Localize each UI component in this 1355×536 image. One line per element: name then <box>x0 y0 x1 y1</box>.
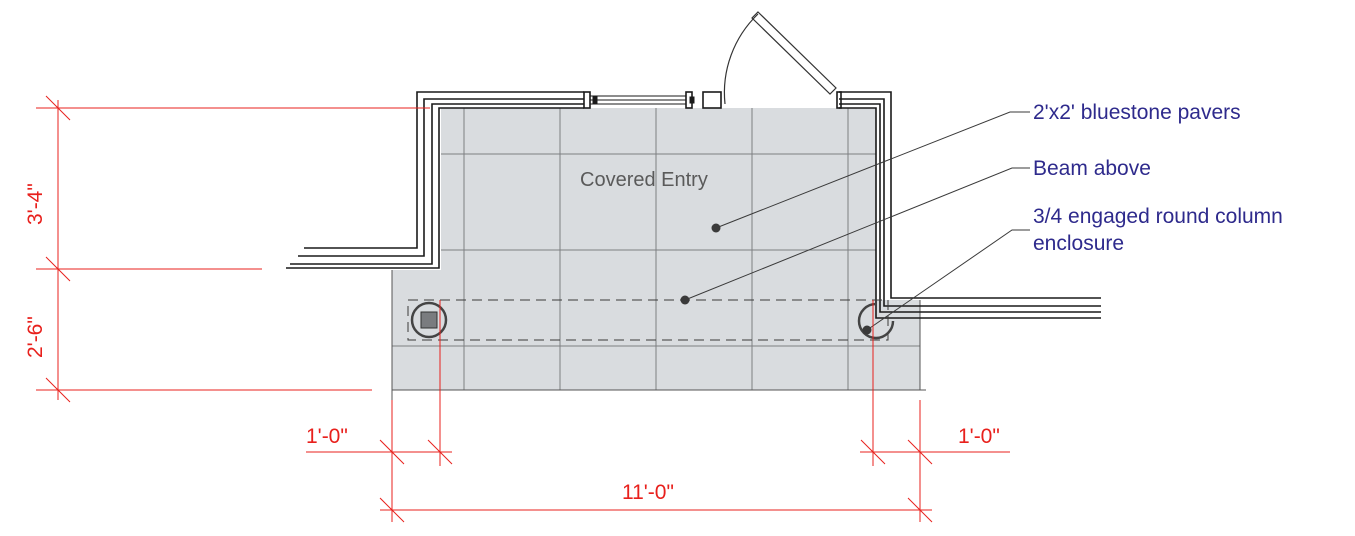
beam-leader <box>684 167 1030 301</box>
door-swing <box>723 11 837 105</box>
window-jamb <box>583 91 591 109</box>
door-arc <box>723 13 759 105</box>
beam-above <box>407 299 889 341</box>
leader-dots <box>680 223 872 335</box>
note-column-line-1: 3/4 engaged round column <box>1033 205 1283 228</box>
note-column-line-2: enclosure <box>1033 232 1124 255</box>
wall-inner-line <box>298 98 584 257</box>
wall-outer-line <box>839 91 1101 299</box>
door-leaf <box>751 11 837 95</box>
door-jamb <box>702 91 722 109</box>
pavers-leader <box>715 111 1030 229</box>
dimension-overall-width: 11'-0" <box>622 481 674 504</box>
wall-line <box>839 107 1101 319</box>
leaders <box>684 111 1030 331</box>
wall-inner-line <box>839 98 1101 307</box>
pavers-leader-dot <box>711 223 721 233</box>
beam-leader-dot <box>680 295 690 305</box>
round-column-left <box>410 301 448 339</box>
room-label: Covered Entry <box>580 169 708 191</box>
column-leader-dot <box>862 325 872 335</box>
paver-grid <box>392 108 920 390</box>
dimension-left-offset: 1'-0" <box>306 425 348 448</box>
column-leader <box>866 229 1030 331</box>
dimension-lines <box>36 95 1010 523</box>
wall-line <box>839 103 1101 313</box>
wall-line <box>290 103 584 265</box>
dimension-right-offset: 1'-0" <box>958 425 1000 448</box>
window <box>590 95 695 105</box>
wall-outer-line <box>304 91 584 249</box>
walls <box>286 91 1101 319</box>
dimension-lower-vertical: 2'-6" <box>24 316 47 358</box>
dimension-upper-vertical: 3'-4" <box>24 183 47 225</box>
paving-area <box>391 108 926 410</box>
door-jamb <box>836 91 842 109</box>
wall-line <box>286 107 584 269</box>
note-beam: Beam above <box>1033 157 1151 180</box>
note-pavers: 2'x2' bluestone pavers <box>1033 101 1241 124</box>
